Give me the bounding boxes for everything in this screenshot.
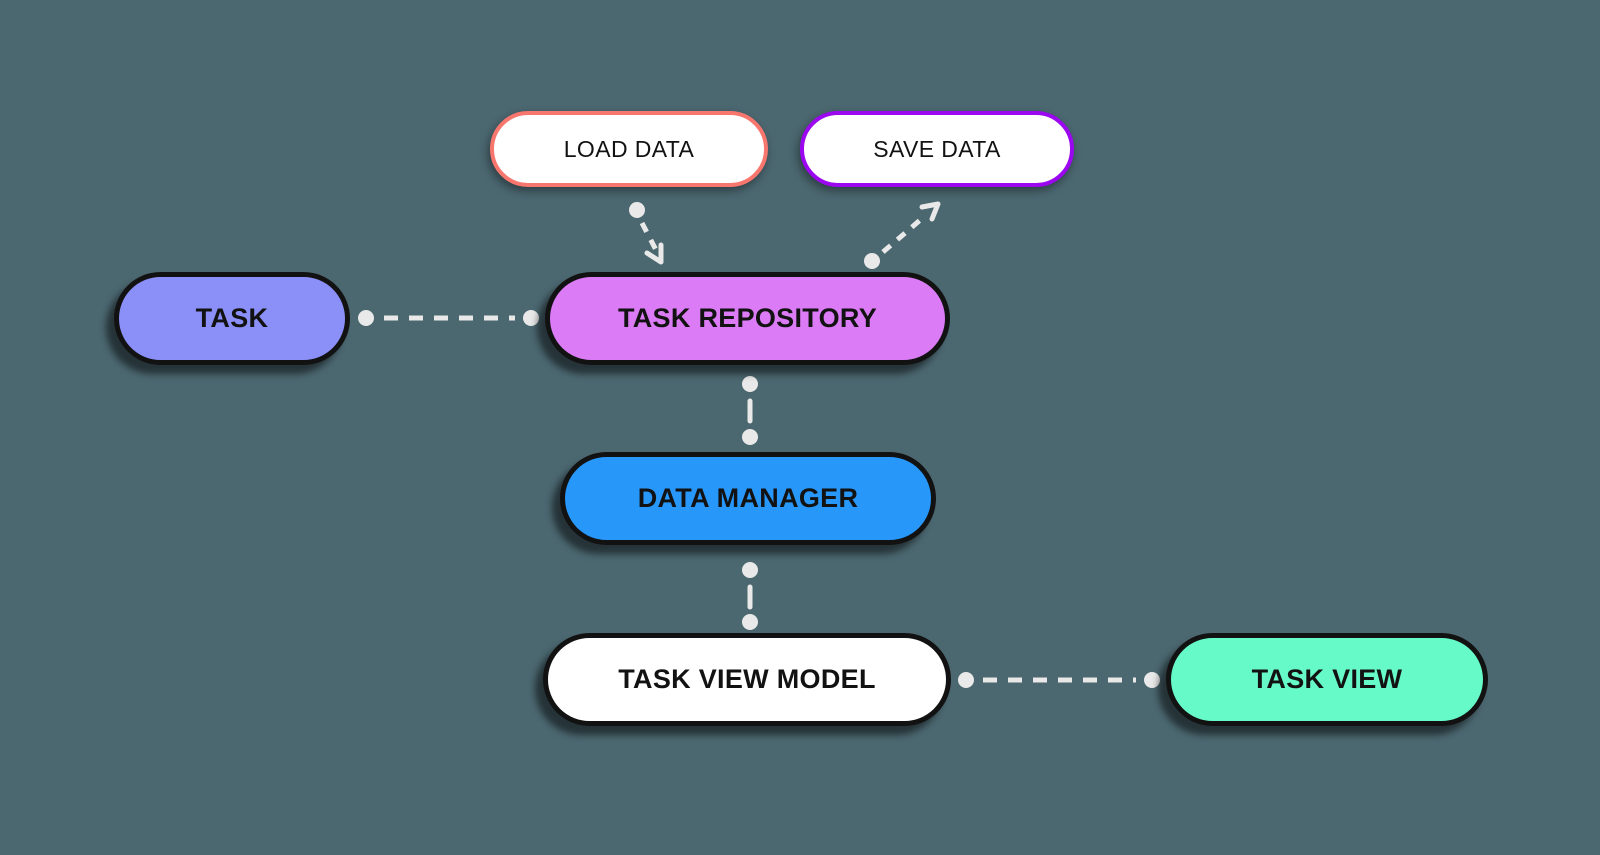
edge-end-dot [742, 429, 758, 445]
node-task-view-model[interactable]: TASK VIEW MODEL [543, 633, 951, 726]
edge-start-dot [742, 376, 758, 392]
node-task-view-model-label: TASK VIEW MODEL [618, 664, 876, 694]
edge-task-repository-to-save-data [864, 201, 941, 269]
edge-start-dot [958, 672, 974, 688]
edge-end-dot [742, 614, 758, 630]
edge-start-dot [629, 202, 645, 218]
arrowhead-icon [644, 242, 664, 265]
edge-task-repository-to-data-manager [742, 376, 758, 445]
node-task-view[interactable]: TASK VIEW [1166, 633, 1488, 726]
edge-load-data-to-task-repository [629, 202, 664, 265]
edge-task-view-model-to-task-view [958, 672, 1160, 688]
node-task-repository[interactable]: TASK REPOSITORY [545, 272, 950, 365]
edge-dashed-line [881, 213, 928, 254]
edge-data-manager-to-task-view-model [742, 562, 758, 630]
node-load-data-label: LOAD DATA [563, 135, 695, 162]
node-load-data[interactable]: LOAD DATA [490, 111, 768, 187]
edge-dashed-line [639, 221, 659, 252]
node-task[interactable]: TASK [114, 272, 350, 365]
node-data-manager-label: DATA MANAGER [637, 483, 859, 513]
edge-end-dot [1144, 672, 1160, 688]
node-task-label: TASK [195, 303, 269, 333]
edge-start-dot [742, 562, 758, 578]
edge-start-dot [358, 310, 374, 326]
node-task-view-label: TASK VIEW [1251, 664, 1403, 694]
node-save-data-label: SAVE DATA [873, 135, 1001, 162]
edge-start-dot [864, 253, 880, 269]
arrowhead-icon [919, 201, 941, 222]
node-save-data[interactable]: SAVE DATA [800, 111, 1074, 187]
edge-task-to-task-repository [358, 310, 539, 326]
edge-end-dot [523, 310, 539, 326]
node-data-manager[interactable]: DATA MANAGER [560, 452, 936, 545]
node-task-repository-label: TASK REPOSITORY [617, 303, 878, 333]
